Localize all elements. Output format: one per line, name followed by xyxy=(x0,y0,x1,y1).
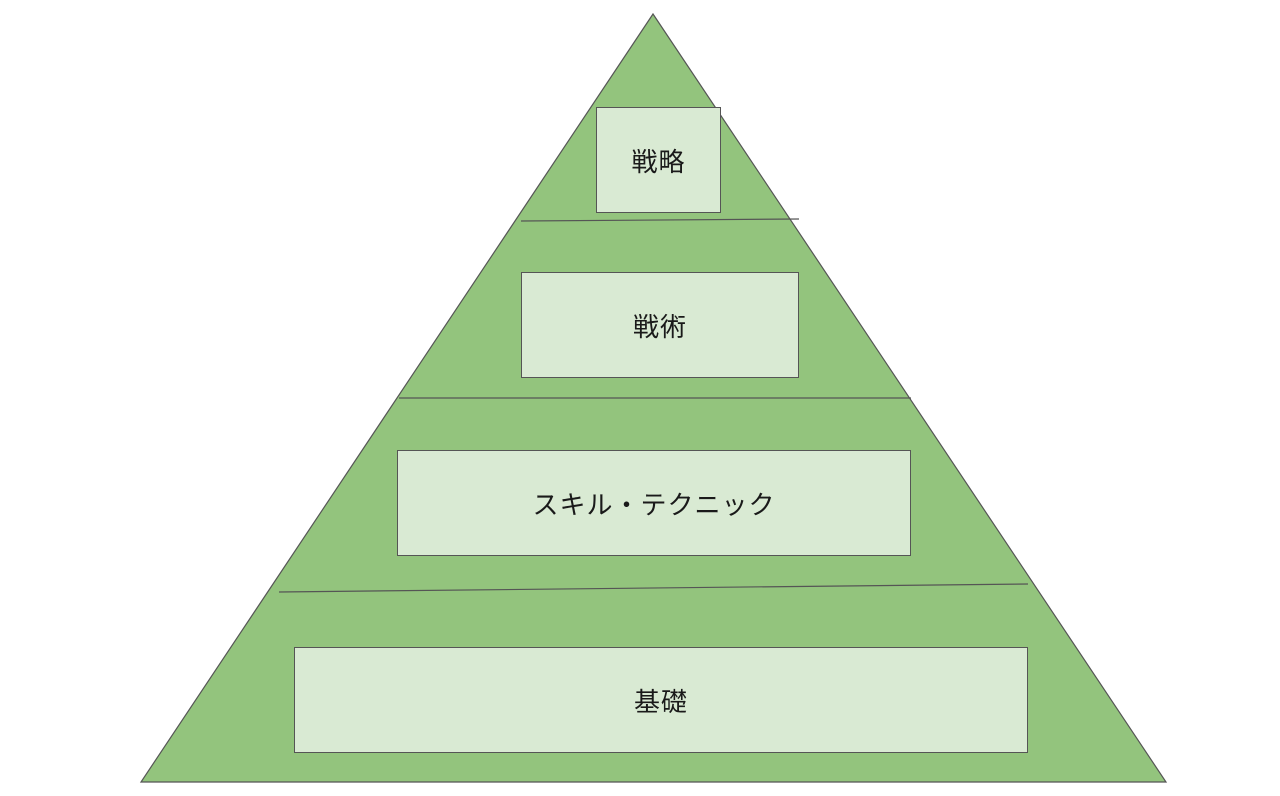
tier-box-tactics: 戦術 xyxy=(521,272,799,378)
tier-label-skills-techniques: スキル・テクニック xyxy=(532,490,776,521)
tier-label-tactics: 戦術 xyxy=(632,312,687,343)
tier-label-strategy: 戦略 xyxy=(631,147,686,178)
tier-box-skills-techniques: スキル・テクニック xyxy=(397,450,911,556)
tier-box-strategy: 戦略 xyxy=(596,107,721,213)
tier-divider-3 xyxy=(278,583,1029,593)
tier-label-fundamentals: 基礎 xyxy=(633,687,688,718)
tier-divider-1 xyxy=(520,218,800,222)
tier-box-fundamentals: 基礎 xyxy=(294,647,1028,753)
